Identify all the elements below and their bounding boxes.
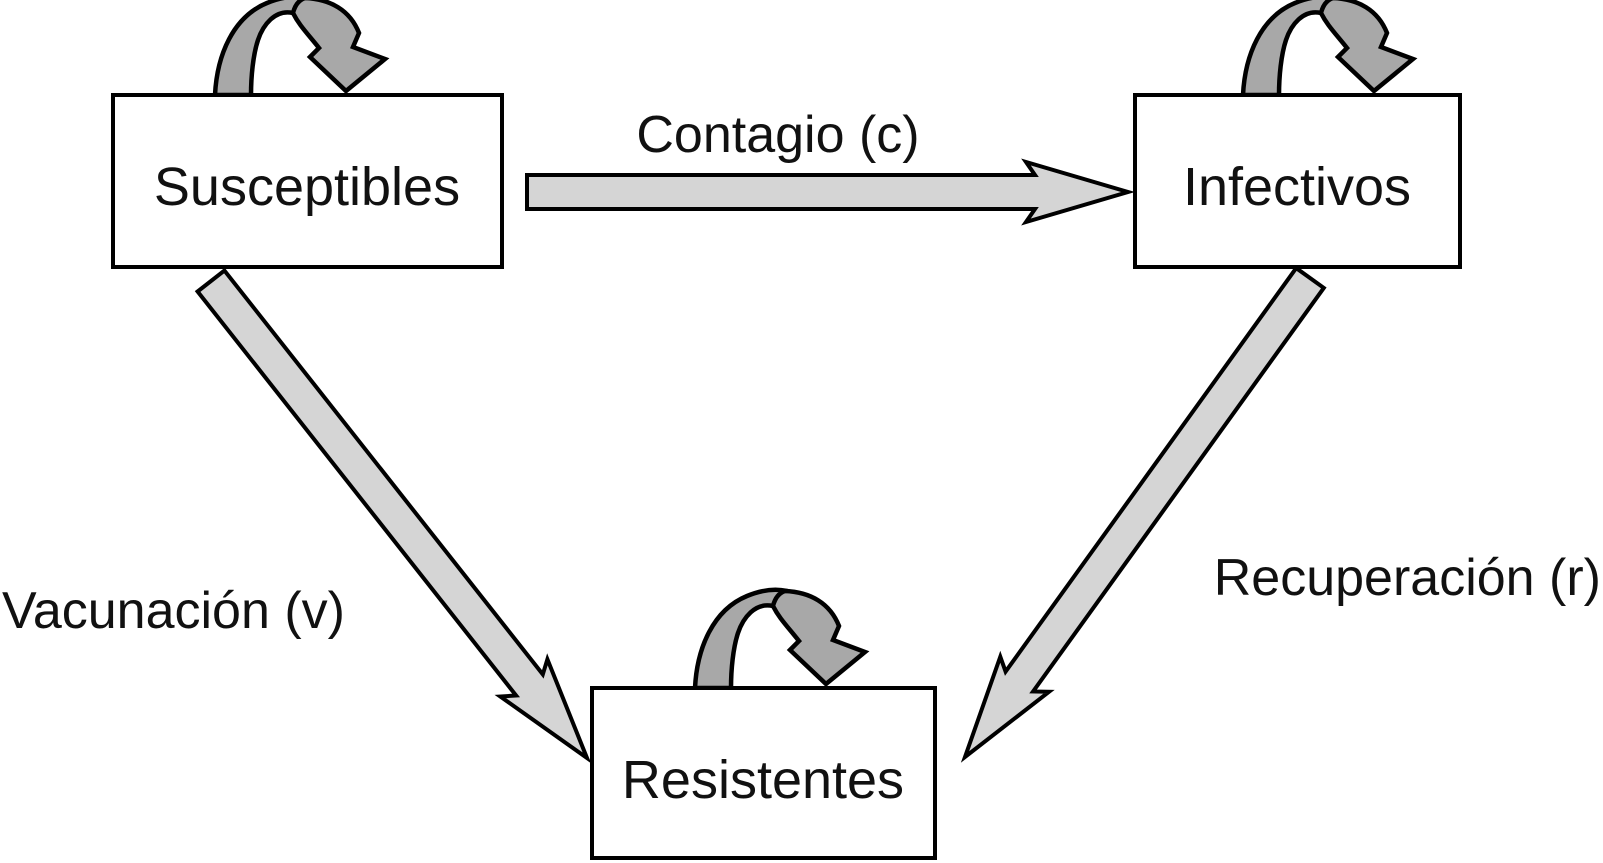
node-box-infectivos <box>1133 93 1462 269</box>
self-loop-arrow-infectivos <box>1240 0 1418 98</box>
node-label-infectivos: Infectivos <box>1183 157 1411 217</box>
node-label-resistentes: Resistentes <box>622 750 904 810</box>
self-loop-head <box>290 0 390 94</box>
self-loop-arrow-resistentes <box>692 587 870 691</box>
self-loop-tail <box>1240 0 1337 98</box>
recuperacion-arrow <box>960 265 1327 763</box>
self-loop-tail <box>212 0 309 98</box>
edge-label-recuperacion: Recuperación (r) <box>1214 549 1601 607</box>
edge-label-vacunacion: Vacunación (v) <box>2 582 345 640</box>
node-label-susceptibles: Susceptibles <box>154 157 460 217</box>
vacunacion-arrow <box>194 267 592 764</box>
edge-label-contagio: Contagio (c) <box>636 106 919 164</box>
contagio-arrow <box>525 158 1136 226</box>
node-box-susceptibles <box>111 93 504 269</box>
node-box-resistentes <box>590 686 937 860</box>
self-loop-arrow-susceptibles <box>212 0 390 98</box>
self-loop-head <box>1318 0 1418 94</box>
self-loop-head <box>770 588 870 687</box>
